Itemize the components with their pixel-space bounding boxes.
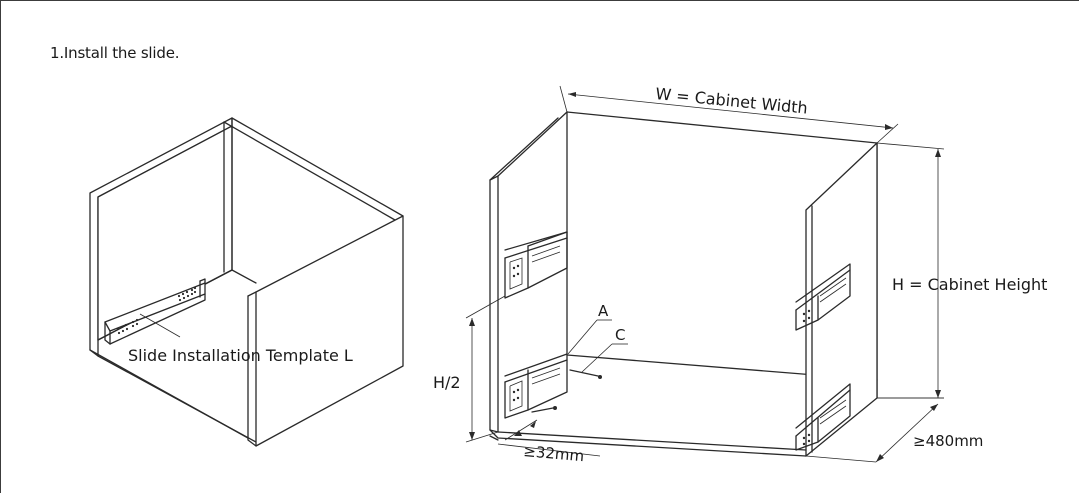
template-leader-line [139,313,181,338]
callout-c: C [581,326,628,373]
height-dimension: H = Cabinet Height [876,142,1047,399]
point-a-label: A [598,302,609,320]
slide-left-upper [504,231,568,299]
screw [531,407,554,413]
slide-right-upper [795,263,851,331]
depth-dimension: ≥480mm [805,397,983,463]
right-front-wall [255,215,404,447]
slide-installation-template [104,278,206,345]
slide-right-lower [795,383,851,451]
step-title: 1.Install the slide. [50,44,180,62]
point-c-label: C [615,326,625,344]
half-height-dimension: H/2 [433,295,506,443]
setback-label: ≥32mm [523,442,585,465]
height-label: H = Cabinet Height [892,275,1047,294]
width-dimension: W = Cabinet Width [559,84,899,144]
setback-dimension: ≥32mm [497,419,601,465]
template-label: Slide Installation Template L [128,346,353,365]
cabinet-slides-view: W = Cabinet Width H = Cabinet Height H/2… [433,84,1047,465]
cabinet-template-view: Slide Installation Template L [89,117,404,447]
width-label: W = Cabinet Width [655,84,809,118]
depth-label: ≥480mm [913,432,983,450]
slide-left-lower [504,353,568,419]
half-height-label: H/2 [433,373,461,392]
callout-a: A [567,302,612,355]
